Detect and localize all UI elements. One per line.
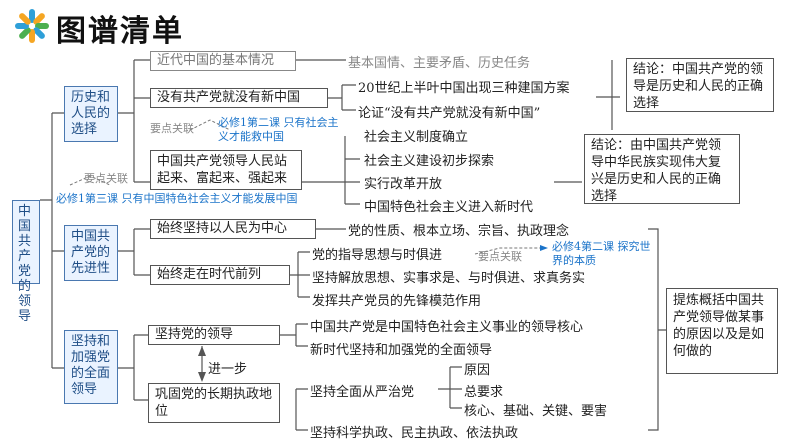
history-b1: 近代中国的基本情况	[150, 51, 296, 71]
history-b2: 没有共产党就没有新中国	[150, 88, 328, 108]
history-b2-item-1: 20世纪上半叶中国出现三种建国方案	[358, 81, 570, 96]
history-b1-detail: 基本国情、主要矛盾、历史任务	[348, 56, 531, 71]
history-b3-item-2: 社会主义建设初步探索	[364, 154, 495, 169]
history-note-2: 要点关联	[84, 172, 128, 185]
history-b3-item-1: 社会主义制度确立	[364, 130, 469, 145]
leadership-b1-item-2: 新时代坚持和加强党的全面领导	[310, 343, 493, 358]
leadership-b1: 坚持党的领导	[148, 325, 280, 345]
advanced-b2-item-2: 坚持解放思想、实事求是、与时俱进、求真务实	[312, 271, 586, 286]
root-node: 中国共产党的领导	[12, 200, 40, 324]
leadership-b1-label: 坚持党的领导	[155, 327, 234, 342]
leadership-b2: 巩固党的长期执政地位	[148, 383, 280, 423]
section-advanced: 中国共产党的先进性	[64, 225, 118, 281]
summary-box: 提炼概括中国共产党领导做某事的原因以及是如何做的	[666, 288, 778, 374]
section-advanced-label: 中国共产党的先进性	[71, 229, 111, 276]
history-b1-label: 近代中国的基本情况	[157, 53, 275, 68]
advanced-b2-item-1: 党的指导思想与时俱进	[312, 248, 443, 263]
strict-item-2: 总要求	[464, 385, 504, 400]
section-history: 历史和人民的选择	[64, 86, 118, 142]
advanced-b1-label: 始终坚持以人民为中心	[157, 221, 288, 236]
strict-item-3: 核心、基础、关键、要害	[464, 404, 608, 419]
conclusion-1: 结论：中国共产党的领导是历史和人民的正确选择	[626, 58, 774, 112]
history-b2-label: 没有共产党就没有新中国	[157, 90, 301, 105]
advanced-b1-detail: 党的性质、根本立场、宗旨、执政理念	[348, 224, 570, 239]
header-logo-icon	[14, 8, 50, 44]
leadership-step-label: 进一步	[208, 362, 248, 377]
root-label: 中国共产党的领导	[18, 204, 32, 324]
history-note-1: 要点关联	[150, 122, 194, 135]
advanced-b1: 始终坚持以人民为中心	[150, 219, 316, 239]
leadership-b2-item-2: 坚持科学执政、民主执政、依法执政	[310, 426, 519, 441]
history-b2-item-2: 论证“没有共产党就没有新中国”	[358, 106, 541, 121]
advanced-b2-item-3: 发挥共产党员的先锋模范作用	[312, 294, 482, 309]
leadership-b2-label: 巩固党的长期执政地位	[155, 387, 273, 419]
page-title: 图谱清单	[56, 14, 184, 49]
advanced-b2: 始终走在时代前列	[150, 265, 290, 285]
section-leadership: 坚持和加强党的全面领导	[64, 330, 118, 404]
advanced-b2-label: 始终走在时代前列	[157, 267, 262, 282]
history-link-2: 必修1第三课 只有中国特色社会主义才能发展中国	[56, 192, 298, 205]
conclusion-2: 结论：由中国共产党领导中华民族实现伟大复兴是历史和人民的正确选择	[584, 134, 740, 204]
section-history-label: 历史和人民的选择	[71, 90, 111, 137]
strict-item-1: 原因	[464, 363, 491, 378]
history-b3-item-4: 中国特色社会主义进入新时代	[364, 200, 534, 215]
advanced-link: 必修4第二课 探究世界的本质	[552, 240, 651, 267]
history-b3: 中国共产党领导人民站起来、富起来、强起来	[150, 150, 302, 190]
leadership-b1-item-1: 中国共产党是中国特色社会主义事业的领导核心	[310, 320, 584, 335]
history-link-1: 必修1第二课 只有社会主义才能救中国	[218, 116, 339, 143]
history-b3-label: 中国共产党领导人民站起来、富起来、强起来	[157, 154, 288, 186]
conclusion-2-text: 结论：由中国共产党领导中华民族实现伟大复兴是历史和人民的正确选择	[591, 138, 722, 204]
section-leadership-label: 坚持和加强党的全面领导	[71, 334, 111, 397]
advanced-note: 要点关联	[478, 250, 522, 263]
history-b3-item-3: 实行改革开放	[364, 177, 443, 192]
summary-text: 提炼概括中国共产党领导做某事的原因以及是如何做的	[673, 293, 765, 359]
leadership-b2-item-1: 坚持全面从严治党	[310, 385, 415, 400]
conclusion-1-text: 结论：中国共产党的领导是历史和人民的正确选择	[633, 62, 764, 111]
